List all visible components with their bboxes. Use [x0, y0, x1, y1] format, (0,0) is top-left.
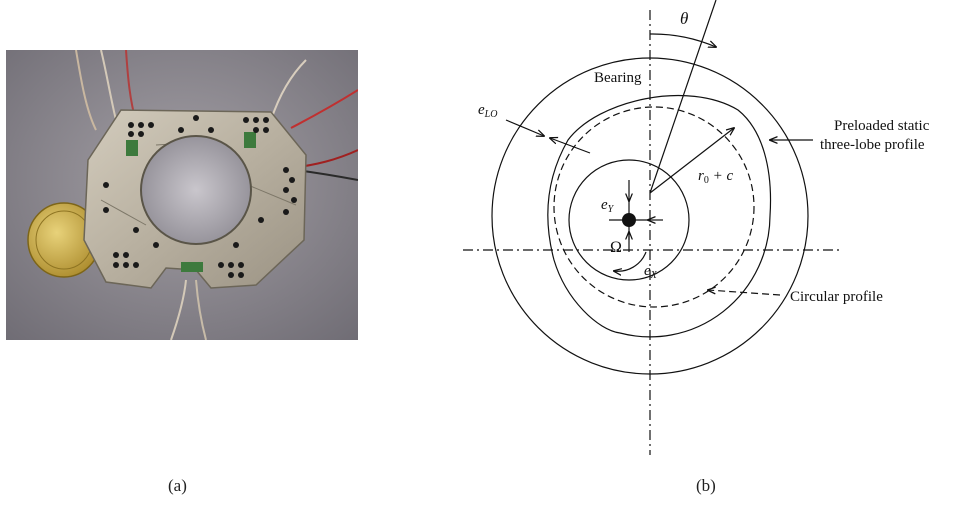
bearing-outer-circle	[491, 57, 809, 375]
ey-label: eY	[601, 197, 615, 215]
circular-profile	[553, 106, 755, 308]
bearing-body	[83, 109, 307, 289]
shaft-circle	[568, 159, 690, 281]
circular-profile-label: Circular profile	[790, 289, 883, 305]
pad-holes	[103, 115, 297, 278]
caption-b: (b)	[696, 476, 716, 495]
preloaded-label-line2: three-lobe profile	[820, 137, 925, 153]
rotation-arrow	[614, 251, 647, 271]
bearing-schematic: θ Bearing eLO Preloaded static three-lob…	[463, 0, 930, 455]
theta-arc	[649, 33, 716, 47]
bearing-photo	[6, 50, 358, 340]
journal-center-dot	[622, 213, 636, 227]
elo-arrow-in	[505, 119, 544, 136]
circular-leader	[708, 290, 781, 296]
theta-reference-line	[649, 0, 717, 194]
caption-a: (a)	[168, 476, 187, 495]
bearing-bore	[140, 135, 252, 245]
radius-label: r0 + c	[698, 168, 733, 186]
bearing-label: Bearing	[594, 70, 642, 86]
theta-label: θ	[680, 9, 688, 28]
preloaded-label-line1: Preloaded static	[834, 118, 930, 134]
ex-label: eX	[644, 263, 658, 281]
omega-label: Ω	[610, 239, 622, 256]
elo-arrow-out	[550, 138, 591, 154]
radius-arrow	[649, 128, 734, 194]
elo-label: eLO	[478, 102, 497, 120]
three-lobe-profile	[547, 94, 772, 338]
